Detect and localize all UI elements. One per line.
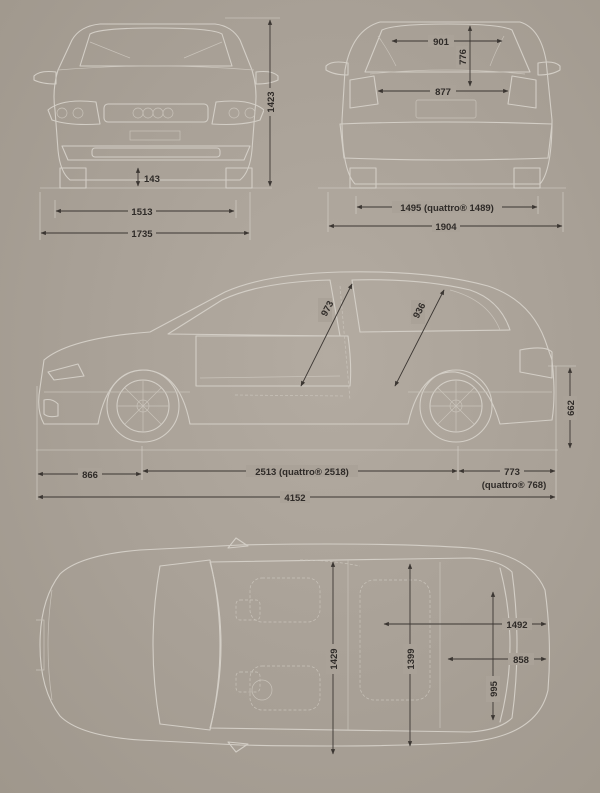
label-rear-overhang: 773 [504, 467, 520, 478]
dim-overall-length: 4152 [37, 491, 556, 504]
top-view-outline [36, 537, 551, 753]
label-width-mirrors: 1904 [435, 222, 457, 233]
label-luggage-length: 1492 [506, 620, 527, 631]
dim-rear-interior-width: 1399 [403, 563, 417, 747]
label-width-front: 1735 [131, 229, 153, 240]
label-rear-overhang-quattro: (quattro® 768) [482, 480, 547, 491]
dim-width-mirrors: 1904 [328, 220, 563, 233]
dim-rear-overhang-height: 662 [563, 367, 577, 449]
dim-rear-headroom-side: 936 [394, 289, 445, 387]
label-front-overhang: 866 [82, 470, 98, 481]
dim-rear-shoulder-width: 877 [377, 85, 509, 98]
front-view-outline [33, 23, 279, 189]
dim-luggage-length: 1492 [383, 618, 547, 631]
dim-width-front: 1735 [40, 227, 250, 240]
label-rear-overhang-height: 662 [566, 400, 577, 416]
dim-front-height: 1423 [264, 19, 277, 187]
label-rear-shoulder-width: 877 [435, 87, 451, 98]
dim-ground-clearance: 143 [135, 167, 160, 187]
dim-luggage-length-short: 858 [447, 653, 547, 666]
dim-front-track: 1513 [55, 205, 235, 218]
dim-luggage-width: 995 [486, 591, 500, 721]
dim-rear-headroom: 776 [456, 25, 473, 87]
dim-rear-track: 1495 (quattro® 1489) [356, 201, 538, 214]
label-front-track: 1513 [131, 207, 152, 218]
dim-front-headroom-side: 973 [300, 283, 353, 387]
side-view: 973 936 662 866 2513 (quattro® 2518) 773… [36, 271, 577, 504]
label-front-interior-width: 1429 [329, 648, 340, 669]
dim-rear-overhang: 773 (quattro® 768) [458, 465, 556, 491]
dim-wheelbase: 2513 (quattro® 2518) [142, 465, 458, 478]
label-overall-length: 4152 [284, 493, 305, 504]
dim-front-interior-width: 1429 [326, 561, 340, 755]
front-view: 1423 143 1513 1735 [33, 17, 280, 240]
label-luggage-width: 995 [489, 680, 500, 697]
top-view: 1429 1399 1492 858 995 [36, 537, 551, 755]
label-luggage-length-short: 858 [513, 655, 529, 666]
label-rear-upper-width: 901 [433, 37, 450, 48]
side-view-outline [38, 271, 555, 443]
label-rear-interior-width: 1399 [406, 648, 417, 669]
dim-front-overhang: 866 [37, 468, 142, 481]
dim-rear-upper-width: 901 [391, 35, 503, 48]
label-wheelbase: 2513 (quattro® 2518) [255, 467, 349, 478]
label-ground-clearance: 143 [144, 174, 160, 185]
label-rear-headroom: 776 [458, 49, 469, 65]
label-front-height: 1423 [266, 91, 277, 112]
label-rear-track: 1495 (quattro® 1489) [400, 203, 494, 214]
rear-view: 901 776 877 1495 (quattro® 1489) 1904 [318, 21, 566, 233]
